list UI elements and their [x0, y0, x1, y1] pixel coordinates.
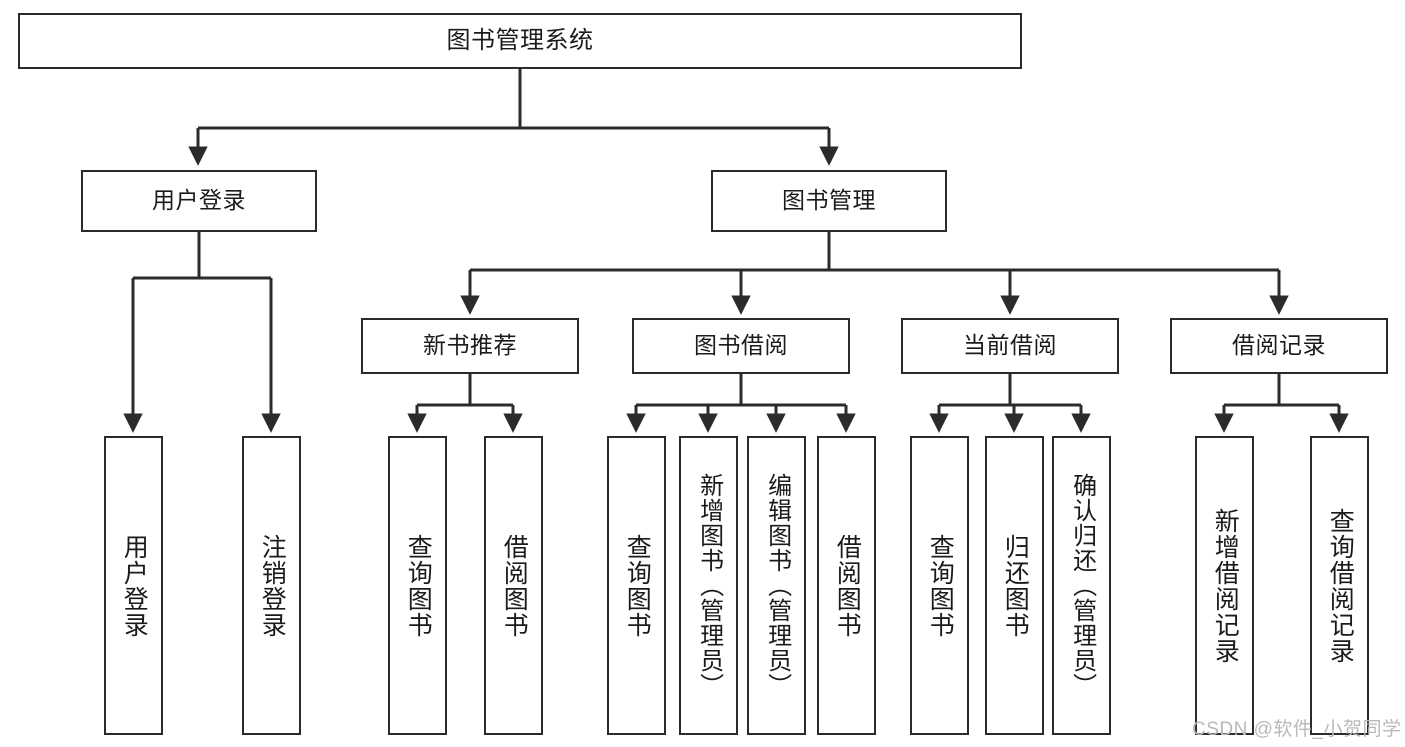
- node-book-borrow-label: 图书借阅: [694, 332, 788, 359]
- node-book-borrow[interactable]: 图书借阅: [632, 318, 850, 374]
- node-leaf-borrow-book-1-label: 借阅图书: [500, 533, 529, 638]
- node-new-book-recommend-label: 新书推荐: [423, 332, 517, 359]
- node-leaf-return-book[interactable]: 归还图书: [985, 436, 1044, 735]
- node-leaf-user-logout[interactable]: 注销登录: [242, 436, 301, 735]
- node-leaf-query-book-2[interactable]: 查询图书: [607, 436, 666, 735]
- node-leaf-query-book-2-label: 查询图书: [623, 533, 652, 638]
- node-leaf-borrow-book-2[interactable]: 借阅图书: [817, 436, 876, 735]
- node-user-login[interactable]: 用户登录: [81, 170, 317, 232]
- node-new-book-recommend[interactable]: 新书推荐: [361, 318, 579, 374]
- node-leaf-confirm-return-admin[interactable]: 确认归还（管理员）: [1052, 436, 1111, 735]
- node-current-borrow[interactable]: 当前借阅: [901, 318, 1119, 374]
- node-root-label: 图书管理系统: [446, 26, 594, 54]
- node-leaf-user-logout-label: 注销登录: [258, 533, 287, 638]
- node-borrow-record-label: 借阅记录: [1232, 332, 1326, 359]
- node-root[interactable]: 图书管理系统: [18, 13, 1022, 69]
- csdn-watermark: CSDN @软件_小贺同学: [1192, 719, 1402, 740]
- node-leaf-edit-book-admin-label: 编辑图书（管理员）: [763, 473, 791, 698]
- node-leaf-return-book-label: 归还图书: [1001, 533, 1030, 638]
- node-leaf-borrow-book-2-label: 借阅图书: [833, 533, 862, 638]
- node-leaf-add-borrow-record[interactable]: 新增借阅记录: [1195, 436, 1254, 735]
- node-leaf-user-login[interactable]: 用户登录: [104, 436, 163, 735]
- node-leaf-add-book-admin-label: 新增图书（管理员）: [695, 473, 723, 698]
- node-leaf-borrow-book-1[interactable]: 借阅图书: [484, 436, 543, 735]
- node-leaf-query-book-1[interactable]: 查询图书: [388, 436, 447, 735]
- node-leaf-user-login-label: 用户登录: [120, 533, 149, 638]
- node-current-borrow-label: 当前借阅: [963, 332, 1057, 359]
- node-borrow-record[interactable]: 借阅记录: [1170, 318, 1388, 374]
- node-book-manage-label: 图书管理: [782, 187, 876, 214]
- node-leaf-query-book-1-label: 查询图书: [404, 533, 433, 638]
- node-leaf-confirm-return-admin-label: 确认归还（管理员）: [1068, 473, 1096, 698]
- node-leaf-query-book-3-label: 查询图书: [926, 533, 955, 638]
- node-leaf-edit-book-admin[interactable]: 编辑图书（管理员）: [747, 436, 806, 735]
- node-book-manage[interactable]: 图书管理: [711, 170, 947, 232]
- node-user-login-label: 用户登录: [152, 187, 246, 214]
- node-leaf-add-borrow-record-label: 新增借阅记录: [1211, 507, 1240, 664]
- node-leaf-query-borrow-record-label: 查询借阅记录: [1326, 507, 1355, 664]
- node-leaf-add-book-admin[interactable]: 新增图书（管理员）: [679, 436, 738, 735]
- node-leaf-query-borrow-record[interactable]: 查询借阅记录: [1310, 436, 1369, 735]
- node-leaf-query-book-3[interactable]: 查询图书: [910, 436, 969, 735]
